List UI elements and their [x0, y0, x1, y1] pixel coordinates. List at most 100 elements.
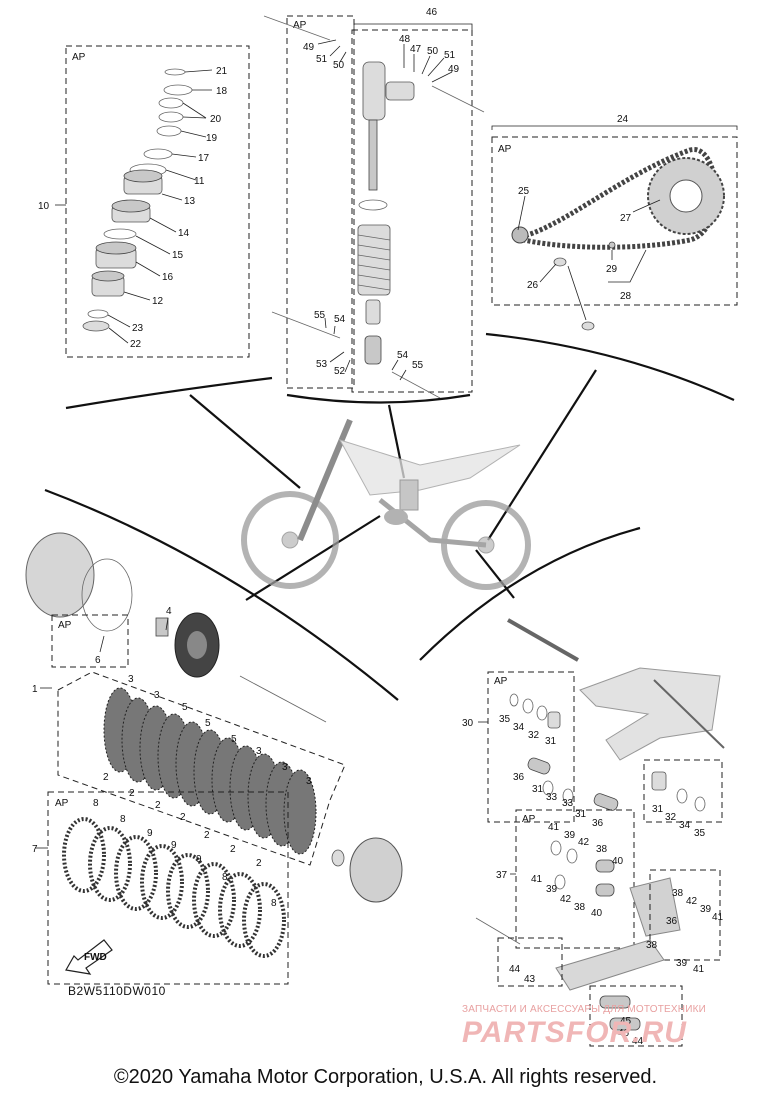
shock-link-bolt-right	[391, 371, 441, 399]
rear-sprocket-hub	[669, 179, 703, 213]
callout-17: 17	[198, 153, 210, 164]
callout-41c: 41	[712, 912, 724, 923]
callout-31a: 31	[545, 736, 557, 747]
callout-52: 52	[334, 366, 346, 377]
callout-22: 22	[130, 339, 142, 350]
callout-5b: 5	[205, 718, 211, 729]
callout-2g: 2	[256, 858, 262, 869]
swingarm-45-box	[589, 985, 683, 1047]
part-26	[553, 257, 567, 267]
fwd-arrow-icon: FWD	[65, 939, 113, 975]
callout-54b: 54	[397, 350, 409, 361]
callout-5a: 5	[182, 702, 188, 713]
callout-32b: 32	[665, 812, 677, 823]
callout-39a: 39	[564, 830, 576, 841]
callout-33a: 33	[546, 792, 558, 803]
callout-31d: 31	[652, 804, 664, 815]
callout-33b: 33	[562, 798, 574, 809]
callout-38d: 38	[646, 940, 658, 951]
front-sprocket	[511, 226, 529, 244]
callout-38c: 38	[672, 888, 684, 899]
callout-31b: 31	[532, 784, 544, 795]
callout-38b: 38	[574, 902, 586, 913]
swingarm-ap-label-top: AP	[494, 676, 508, 687]
shock-bumper	[365, 299, 381, 325]
callout-14: 14	[178, 228, 190, 239]
callout-51b: 51	[444, 50, 456, 61]
callout-54a: 54	[334, 314, 346, 325]
callout-40a: 40	[612, 856, 624, 867]
callout-2b: 2	[129, 788, 135, 799]
callout-8c: 8	[222, 872, 228, 883]
rear-shock-silhouette	[399, 479, 419, 511]
callout-46: 46	[426, 7, 438, 18]
callout-3a: 3	[128, 674, 134, 685]
callout-50a: 50	[333, 60, 345, 71]
callout-44b: 44	[632, 1036, 644, 1047]
part-19	[156, 125, 182, 137]
callout-30: 30	[462, 718, 474, 729]
callout-2f: 2	[230, 844, 236, 855]
part-13-top	[123, 169, 163, 183]
callout-13: 13	[184, 196, 196, 207]
shock-reservoir-top	[362, 61, 386, 121]
watermark-tagline: ЗАПЧАСТИ И АКСЕССУАРЫ ДЛЯ МОТОТЕХНИКИ	[462, 1004, 707, 1015]
shock-clevis-bolt	[431, 85, 485, 113]
part-21	[164, 68, 186, 76]
fwd-label: FWD	[84, 952, 107, 963]
clutch-6-box	[51, 614, 129, 668]
callout-32a: 32	[528, 730, 540, 741]
part-20b	[158, 111, 184, 123]
clutch-nut	[331, 849, 345, 867]
swingarm-relay-box	[649, 869, 721, 961]
callout-15: 15	[172, 250, 184, 261]
callout-42c: 42	[686, 896, 698, 907]
callout-39d: 39	[676, 958, 688, 969]
callout-27: 27	[620, 213, 632, 224]
swingarm-37-box	[515, 809, 635, 949]
callout-34a: 34	[513, 722, 525, 733]
part-22	[82, 320, 110, 332]
swingarm-bolt	[653, 679, 725, 749]
clutch-boss	[349, 837, 403, 903]
callout-3d: 3	[282, 762, 288, 773]
callout-7: 7	[32, 844, 38, 855]
callout-8a: 8	[93, 798, 99, 809]
callout-8b: 8	[120, 814, 126, 825]
clutch-ap-label-top: AP	[58, 620, 72, 631]
swingarm-44-box	[497, 937, 563, 987]
watermark-logo: PARTSFOR.RU	[462, 1016, 687, 1049]
callout-55b: 55	[412, 360, 424, 371]
clutch-7-box	[47, 791, 289, 985]
pivot-shaft	[507, 618, 579, 662]
callout-51a: 51	[316, 54, 328, 65]
clutch-panel: AP AP	[25, 532, 403, 985]
push-rod	[239, 675, 327, 723]
part-16-top	[95, 241, 137, 255]
diagram-code: B2W5110DW010	[68, 984, 166, 998]
callout-31c: 31	[575, 809, 587, 820]
swingarm-ap-label-bottom: AP	[522, 814, 536, 825]
callout-18: 18	[216, 86, 228, 97]
callout-5c: 5	[231, 734, 237, 745]
callout-9c: 9	[196, 854, 202, 865]
copyright-notice: ©2020 Yamaha Motor Corporation, U.S.A. A…	[113, 1066, 658, 1088]
callout-50b: 50	[427, 46, 439, 57]
clutch-plates-stack	[103, 687, 317, 855]
part-14-top	[111, 199, 151, 213]
part-6-gasket	[81, 558, 133, 632]
callout-3c: 3	[256, 746, 262, 757]
callout-38a: 38	[596, 844, 608, 855]
front-wheel	[241, 491, 339, 589]
front-fork	[297, 418, 353, 542]
callout-1: 1	[32, 684, 38, 695]
callout-41b: 41	[531, 874, 543, 885]
fork-ap-box	[65, 45, 250, 358]
chain-sprocket-panel: AP 25 27 26 29 28 24	[491, 114, 738, 331]
callout-26: 26	[527, 280, 539, 291]
callout-28: 28	[620, 291, 632, 302]
callout-3e: 3	[306, 776, 312, 787]
callout-12: 12	[152, 296, 164, 307]
swingarm-30-box	[487, 671, 575, 823]
shock-seat	[358, 199, 388, 211]
